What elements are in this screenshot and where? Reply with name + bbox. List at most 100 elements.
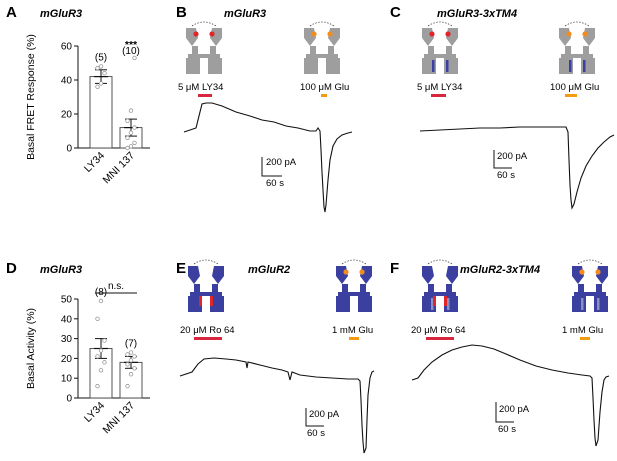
n-label: (5) bbox=[95, 52, 107, 63]
data-point bbox=[95, 383, 100, 389]
panel-e: E mGluR2 20 μM Ro 64 1 mM Glu 200 pA 60 … bbox=[176, 259, 375, 454]
data-point bbox=[128, 372, 134, 377]
current-trace-b bbox=[183, 102, 353, 213]
data-point bbox=[102, 360, 107, 365]
drug2-bar-b bbox=[321, 94, 327, 97]
scale-x-c: 60 s bbox=[497, 170, 515, 181]
n-label: (10) bbox=[122, 46, 140, 57]
significance-label: n.s. bbox=[108, 281, 124, 292]
y-tick-label: 40 bbox=[61, 314, 73, 325]
scale-y-e: 200 pA bbox=[309, 409, 340, 420]
drug2-bar-c bbox=[565, 94, 577, 97]
panel-a-label: A bbox=[6, 4, 17, 21]
drug1-label-b: 5 μM LY34 bbox=[178, 82, 223, 93]
data-point bbox=[125, 118, 130, 123]
panel-e-title: mGluR2 bbox=[248, 264, 290, 276]
current-trace-c bbox=[419, 126, 615, 210]
n-label: (7) bbox=[125, 338, 137, 349]
drug2-bar-e bbox=[349, 337, 359, 340]
data-point bbox=[125, 362, 130, 367]
data-point bbox=[128, 350, 134, 355]
y-tick-label: 20 bbox=[61, 354, 73, 365]
y-tick-label: 30 bbox=[61, 334, 73, 345]
y-tick-label: 50 bbox=[61, 295, 73, 306]
receptor-diagram-b-glu bbox=[304, 21, 340, 74]
data-point bbox=[128, 108, 134, 113]
data-point bbox=[98, 64, 104, 69]
current-trace-e bbox=[179, 357, 375, 454]
scale-bar-e bbox=[305, 408, 324, 427]
significance-label: *** bbox=[125, 39, 138, 51]
drug1-bar-c bbox=[431, 94, 446, 97]
scale-x-f: 60 s bbox=[498, 424, 516, 435]
drug2-label-c: 100 μM Glu bbox=[550, 82, 599, 93]
drug2-label-e: 1 mM Glu bbox=[332, 325, 373, 336]
panel-c-title: mGluR3-3xTM4 bbox=[437, 8, 517, 20]
scale-x-b: 60 s bbox=[266, 178, 284, 189]
panel-e-label: E bbox=[176, 260, 186, 277]
data-point bbox=[132, 55, 137, 61]
data-point bbox=[95, 354, 100, 359]
panel-d-label: D bbox=[6, 260, 17, 277]
x-tick-label: MNI 137 bbox=[101, 150, 138, 187]
panel-f-title: mGluR2-3xTM4 bbox=[460, 264, 540, 276]
data-point bbox=[128, 358, 134, 363]
receptor-diagram-f-antagonist bbox=[422, 259, 458, 312]
data-point bbox=[98, 81, 104, 86]
scale-bar-c bbox=[493, 150, 512, 169]
data-point bbox=[132, 140, 137, 146]
data-point bbox=[125, 352, 130, 357]
drug1-label-f: 20 μM Ro 64 bbox=[411, 325, 466, 336]
data-point bbox=[98, 348, 104, 353]
data-point bbox=[102, 70, 107, 76]
scale-bar-f bbox=[495, 402, 514, 423]
data-point bbox=[95, 65, 100, 71]
data-point bbox=[125, 383, 130, 389]
y-tick-label: 40 bbox=[61, 76, 73, 87]
receptor-diagram-f-glu bbox=[572, 259, 608, 312]
panel-b-title: mGluR3 bbox=[224, 8, 266, 20]
receptor-diagram-b-antagonist bbox=[186, 21, 222, 74]
panel-c-label: C bbox=[390, 4, 401, 21]
drug1-bar-b bbox=[198, 94, 212, 97]
data-point bbox=[125, 135, 130, 140]
drug1-bar-e bbox=[194, 337, 222, 340]
y-tick-label: 10 bbox=[61, 374, 73, 385]
panel-c: C mGluR3-3xTM4 5 μM LY34 100 μM Glu bbox=[390, 4, 615, 210]
drug1-label-c: 5 μM LY34 bbox=[417, 82, 462, 93]
x-tick-label: MNI 137 bbox=[101, 400, 138, 437]
data-point bbox=[98, 298, 104, 304]
y-tick-label: 0 bbox=[66, 144, 72, 155]
receptor-diagram-e-antagonist bbox=[188, 259, 224, 312]
data-point bbox=[132, 354, 137, 359]
panel-f: F mGluR2-3xTM4 20 μM Ro 64 1 mM Glu bbox=[390, 259, 610, 447]
scale-y-b: 200 pA bbox=[266, 157, 297, 168]
drug2-label-b: 100 μM Glu bbox=[300, 82, 349, 93]
data-point bbox=[132, 366, 137, 371]
data-point bbox=[95, 84, 100, 89]
data-point bbox=[125, 145, 130, 151]
y-axis-label: Basal Activity (%) bbox=[25, 308, 37, 389]
drug1-label-e: 20 μM Ro 64 bbox=[180, 325, 235, 336]
data-point bbox=[95, 316, 100, 321]
scale-y-c: 200 pA bbox=[497, 151, 528, 162]
receptor-diagram-e-glu bbox=[336, 259, 372, 312]
scale-y-f: 200 pA bbox=[499, 404, 530, 415]
y-tick-label: 20 bbox=[61, 110, 73, 121]
n-label: (8) bbox=[95, 287, 107, 298]
receptor-diagram-c-antagonist bbox=[422, 21, 458, 74]
data-point bbox=[102, 338, 107, 343]
data-point bbox=[128, 130, 134, 135]
panel-f-label: F bbox=[390, 260, 399, 277]
y-tick-label: 60 bbox=[61, 42, 73, 53]
panel-b: B mGluR3 5 μM LY34 100 μM Glu 200 pA 60 … bbox=[176, 4, 353, 213]
scale-bar-b bbox=[261, 157, 282, 177]
data-point bbox=[98, 368, 104, 373]
panel-b-label: B bbox=[176, 4, 187, 21]
drug1-bar-f bbox=[426, 337, 454, 340]
y-tick-label: 0 bbox=[66, 394, 72, 405]
